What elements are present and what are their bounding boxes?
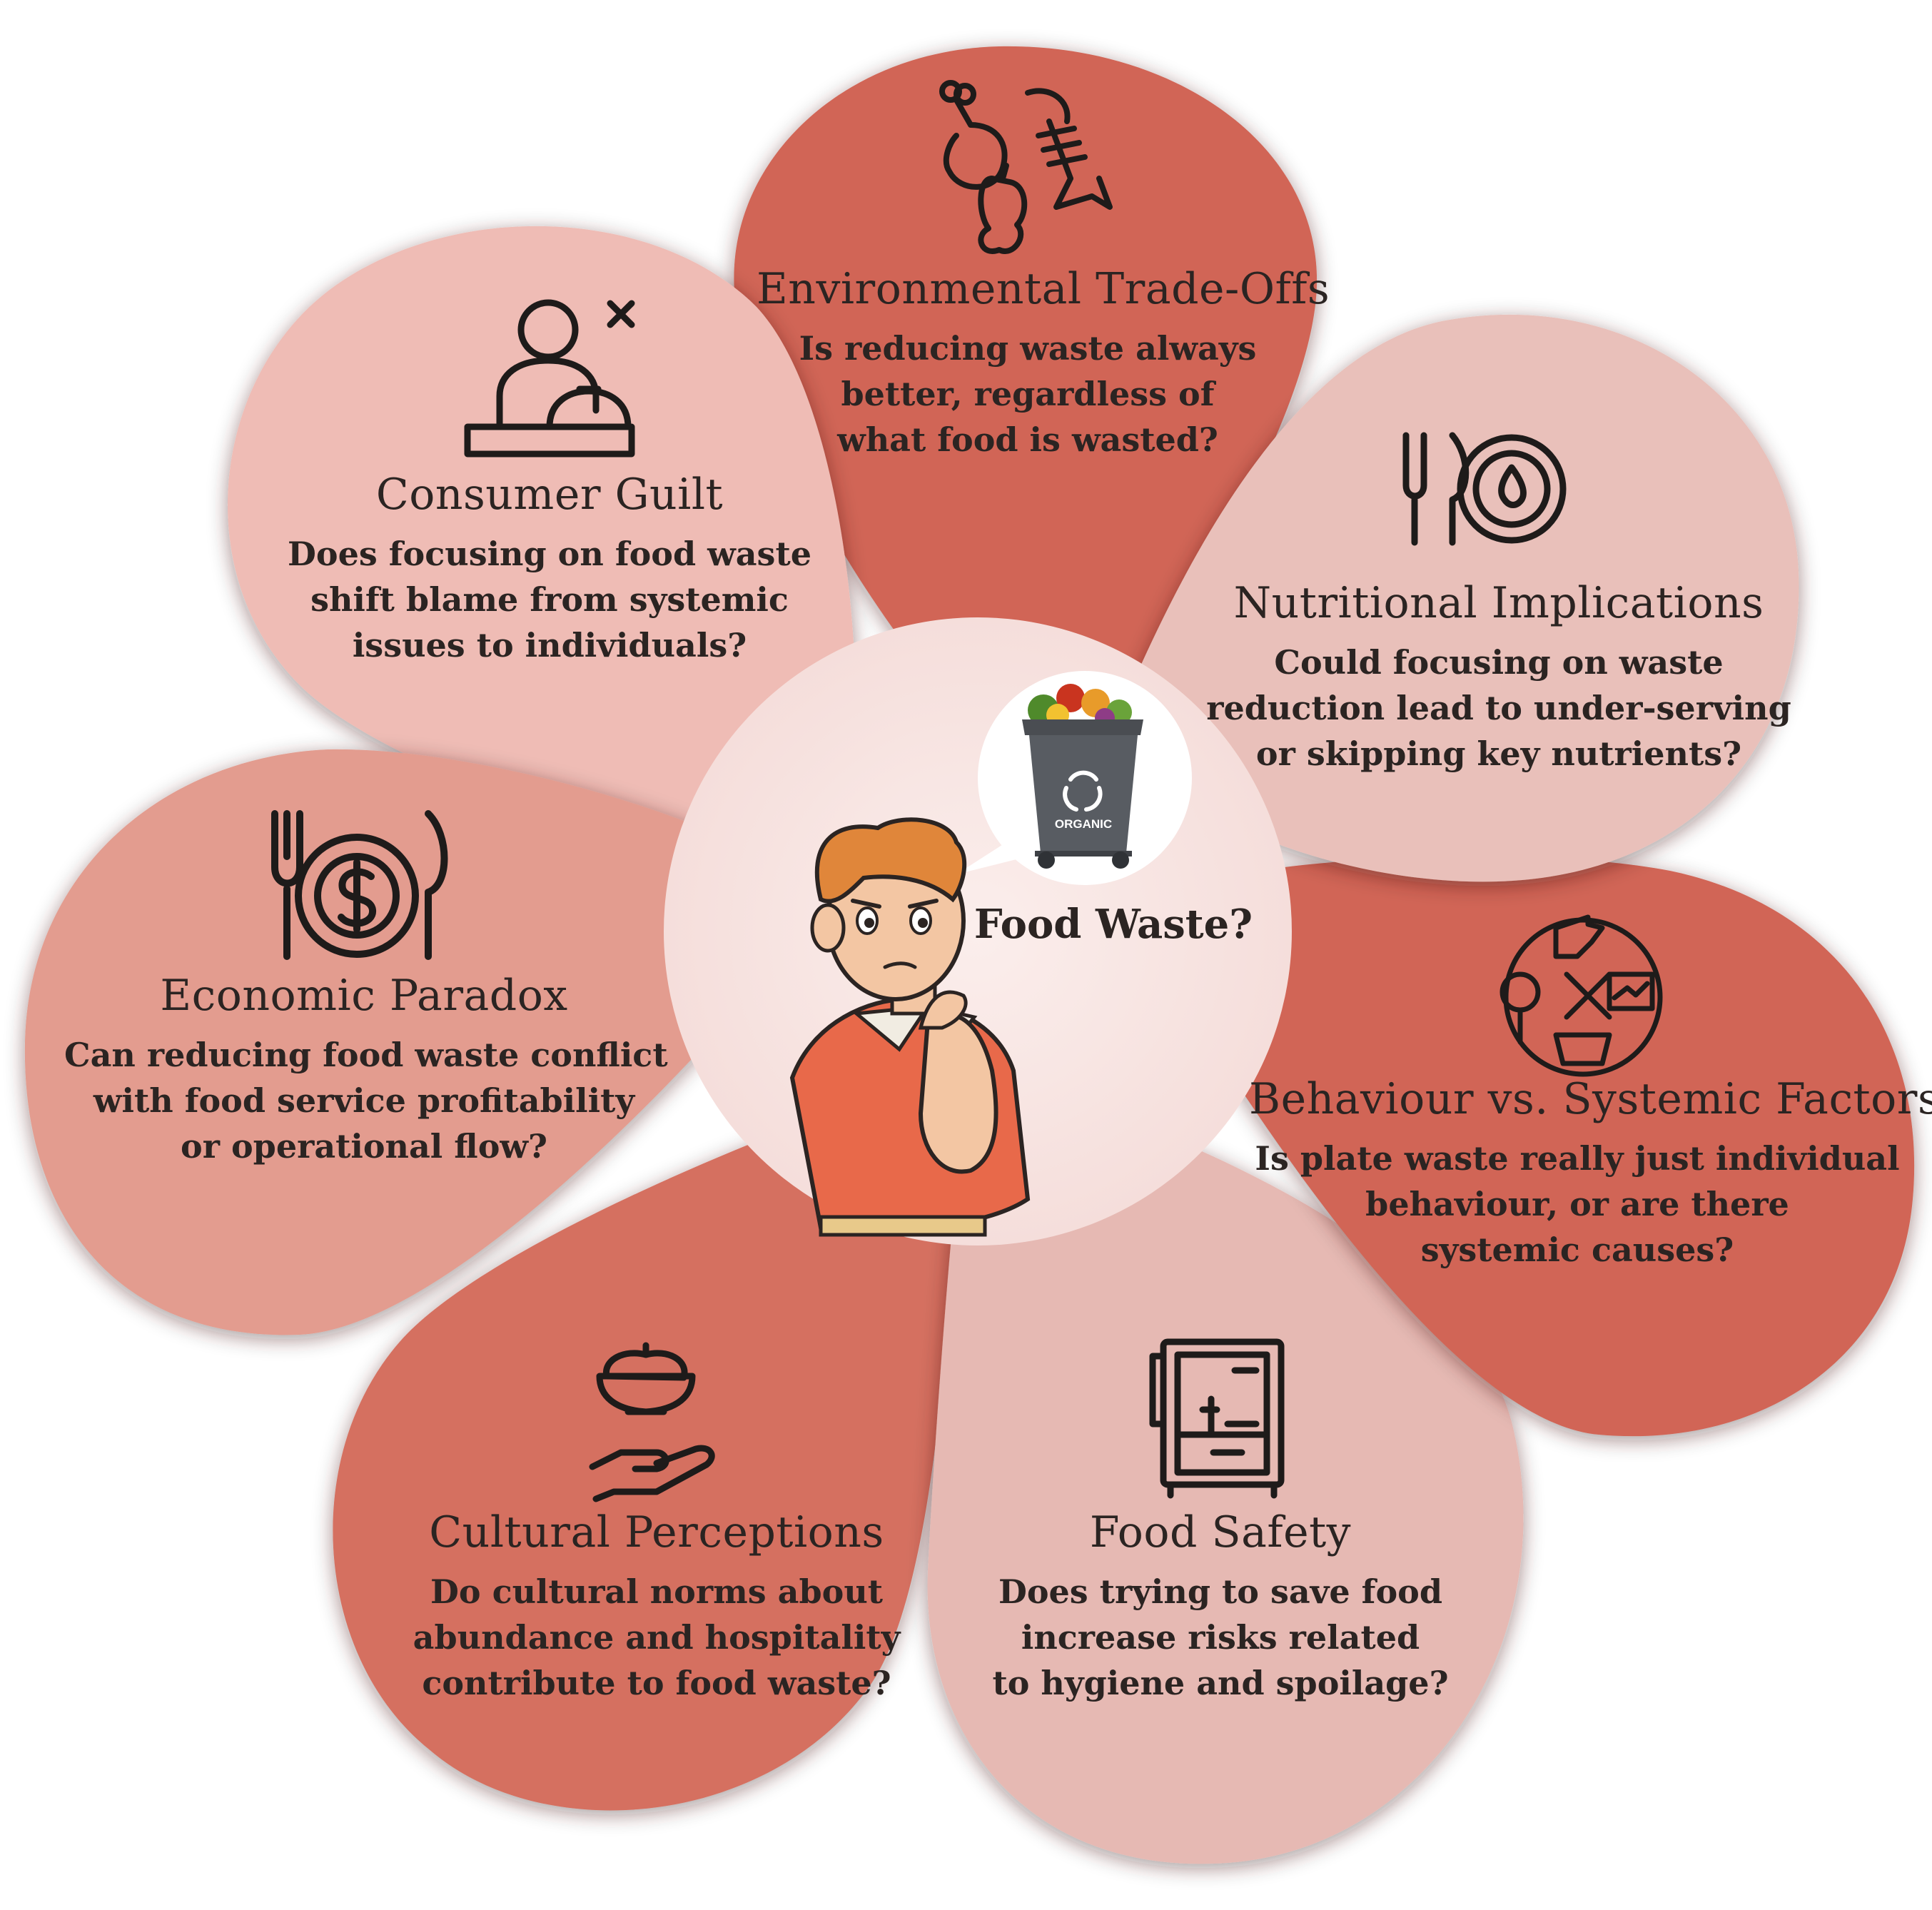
question-line: behaviour, or are there	[1365, 1185, 1789, 1223]
plate-dollar-icon	[271, 810, 448, 960]
petal-text-food-safety: Food Safety Does trying to save food inc…	[956, 1507, 1485, 1706]
petal-question: Could focusing on waste reduction lead t…	[1206, 640, 1791, 777]
question-line: abundance and hospitality	[413, 1618, 901, 1657]
food-scraps-icon	[939, 80, 1113, 254]
question-line: or operational flow?	[181, 1127, 547, 1166]
question-line: or skipping key nutrients?	[1255, 734, 1742, 773]
petal-text-economic: Economic Paradox Can reducing food waste…	[64, 971, 668, 1169]
behaviour-systems-icon	[1499, 914, 1663, 1077]
question-line: Does focusing on food waste	[288, 535, 811, 573]
question-line: Is plate waste really just individual	[1255, 1139, 1900, 1178]
petal-consumer-guilt	[227, 226, 856, 879]
bin-label: ORGANIC	[1055, 817, 1112, 831]
question-line: Do cultural norms about	[430, 1572, 884, 1611]
question-line: systemic causes?	[1420, 1231, 1734, 1269]
serving-hand-icon	[589, 1342, 715, 1502]
petal-text-behaviour: Behaviour vs. Systemic Factors Is plate …	[1249, 1074, 1932, 1273]
petal-question: Do cultural norms about abundance and ho…	[385, 1569, 928, 1706]
thinking-person-illustration	[789, 817, 1031, 1237]
question-line: to hygiene and spoilage?	[992, 1664, 1449, 1702]
question-line: with food service profitability	[93, 1081, 635, 1120]
petal-title: Consumer Guilt	[375, 470, 724, 520]
question-line: issues to individuals?	[352, 626, 747, 665]
petal-text-consumer-guilt: Consumer Guilt Does focusing on food was…	[271, 470, 828, 668]
question-line: reduction lead to under-serving	[1206, 689, 1791, 727]
center-label: Food Waste?	[973, 901, 1253, 948]
question-line: Does trying to save food	[998, 1572, 1443, 1611]
petal-environmental	[734, 46, 1317, 772]
question-line: what food is wasted?	[837, 420, 1218, 459]
petal-title: Cultural Perceptions	[429, 1507, 884, 1557]
petal-question: Can reducing food waste conflict with fo…	[64, 1032, 668, 1169]
petal-title: Economic Paradox	[160, 971, 568, 1021]
question-line: contribute to food waste?	[422, 1664, 891, 1702]
petal-text-nutritional: Nutritional Implications Could focusing …	[1206, 578, 1791, 777]
petal-question: Does trying to save food increase risks …	[956, 1569, 1485, 1706]
plate-nutrient-icon	[1402, 432, 1567, 546]
petal-title: Environmental Trade-Offs	[757, 264, 1330, 314]
question-line: increase risks related	[1021, 1618, 1420, 1657]
petal-question: Is plate waste really just individual be…	[1249, 1136, 1906, 1273]
petal-behaviour	[1128, 856, 1915, 1437]
petal-title: Nutritional Implications	[1233, 578, 1764, 628]
petal-cultural	[333, 1071, 956, 1811]
petal-question: Is reducing waste always better, regardl…	[757, 325, 1299, 463]
question-line: Can reducing food waste conflict	[64, 1036, 668, 1074]
refrigerator-icon	[1149, 1338, 1285, 1499]
organic-bin-icon: ORGANIC	[1022, 684, 1143, 869]
question-line: Could focusing on waste	[1274, 643, 1724, 682]
petal-text-cultural: Cultural Perceptions Do cultural norms a…	[385, 1507, 928, 1706]
question-line: better, regardless of	[841, 375, 1215, 413]
petal-text-environmental: Environmental Trade-Offs Is reducing was…	[757, 264, 1330, 463]
petal-nutritional	[1113, 314, 1799, 882]
question-line: shift blame from systemic	[310, 580, 789, 619]
petal-economic	[24, 749, 821, 1335]
petal-title: Food Safety	[1089, 1507, 1352, 1557]
petal-question: Does focusing on food waste shift blame …	[271, 531, 828, 668]
person-meal-icon	[464, 299, 635, 458]
question-line: Is reducing waste always	[799, 329, 1257, 368]
petal-title: Behaviour vs. Systemic Factors	[1249, 1074, 1932, 1124]
